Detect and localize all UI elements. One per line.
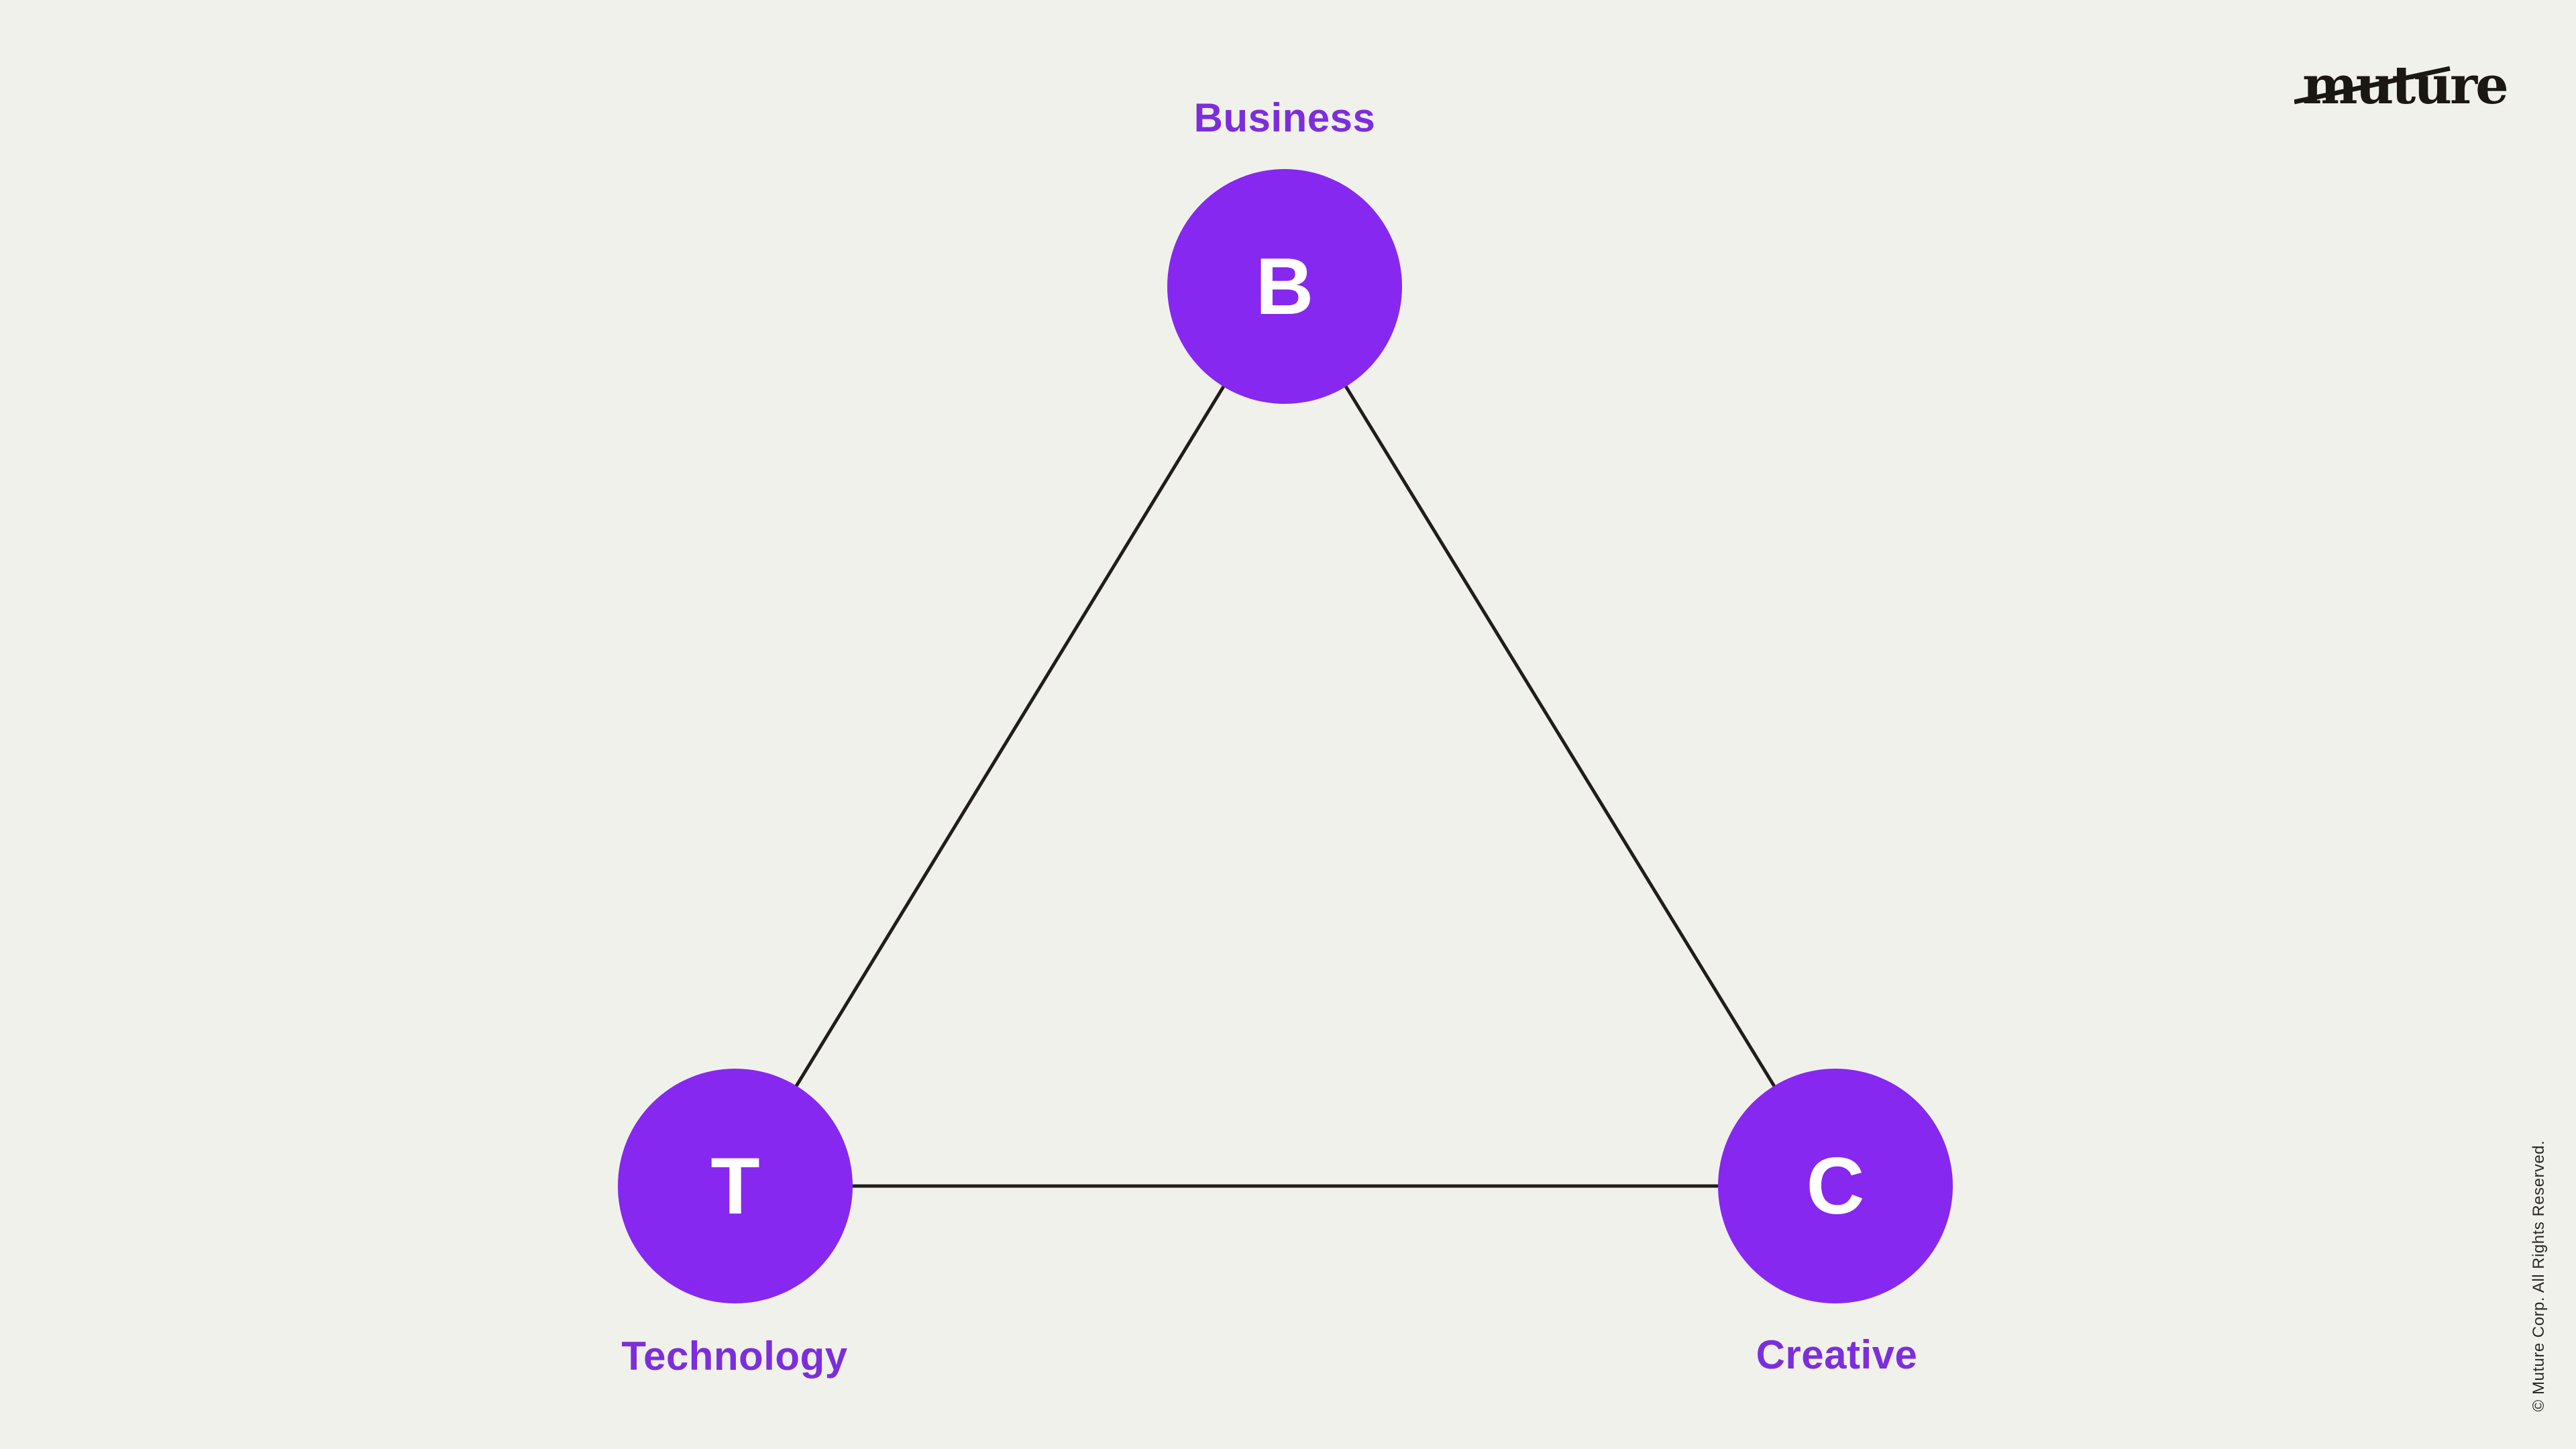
node-label-business: Business [1193, 95, 1376, 140]
copyright-text: © Muture Corp. All Rights Reserved. [2530, 1140, 2548, 1412]
edge-business-technology [733, 285, 1287, 1187]
node-technology-circle: T [618, 1069, 853, 1303]
node-label-creative: Creative [1756, 1332, 1918, 1377]
edge-business-creative [1283, 285, 1837, 1187]
node-business-initial: B [1255, 241, 1314, 331]
muture-logo-text: muture [2302, 55, 2509, 116]
muture-logo: muture [2294, 55, 2509, 116]
node-business-circle: B [1167, 169, 1402, 404]
node-creative-initial: C [1806, 1141, 1865, 1231]
node-technology-initial: T [710, 1141, 760, 1231]
node-creative-circle: C [1718, 1069, 1953, 1303]
node-label-technology: Technology [621, 1334, 848, 1379]
